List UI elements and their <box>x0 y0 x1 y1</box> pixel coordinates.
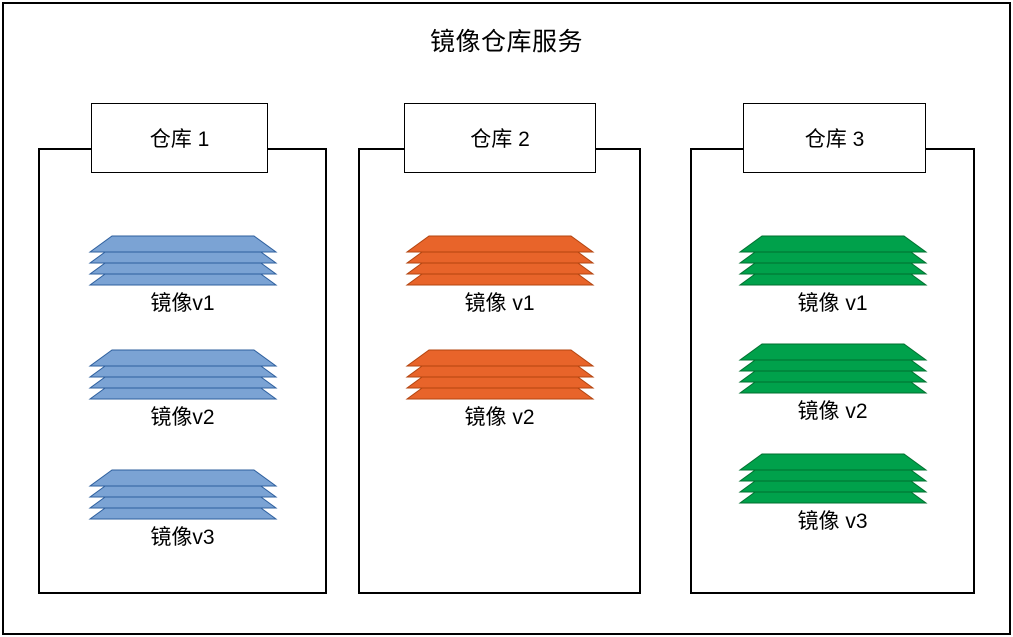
image-stack-icon <box>737 343 928 394</box>
image-stack-icon <box>404 349 595 400</box>
image-stack-item[interactable]: 镜像v3 <box>38 469 327 551</box>
repository-group: 仓库 3 镜像 v1 镜像 v2 镜像 v3 <box>690 103 975 594</box>
repository-title-label: 仓库 2 <box>470 128 530 151</box>
image-stack-label: 镜像 v1 <box>464 292 535 315</box>
repository-title-label: 仓库 3 <box>804 128 865 151</box>
image-layer <box>87 349 278 367</box>
image-layer <box>87 235 278 253</box>
image-stack-item[interactable]: 镜像 v1 <box>690 235 975 317</box>
image-stack-item[interactable]: 镜像v1 <box>38 235 327 317</box>
repository-group: 仓库 1 镜像v1 镜像v2 镜像v3 <box>38 103 327 594</box>
image-stack-icon <box>737 453 928 504</box>
image-stack-item[interactable]: 镜像 v2 <box>358 349 641 431</box>
image-layer <box>404 235 595 253</box>
repository-title-box[interactable]: 仓库 2 <box>404 103 596 173</box>
image-layer <box>737 343 928 361</box>
image-stack-label: 镜像 v2 <box>797 400 868 423</box>
image-stack-label: 镜像v3 <box>150 526 215 549</box>
image-stack-item[interactable]: 镜像 v2 <box>690 343 975 425</box>
image-stack-item[interactable]: 镜像 v1 <box>358 235 641 317</box>
image-stack-icon <box>87 349 278 400</box>
image-stack-icon <box>87 469 278 520</box>
image-layer <box>87 469 278 487</box>
image-stack-icon <box>87 235 278 286</box>
image-stack-label: 镜像 v1 <box>797 292 868 315</box>
image-stack-label: 镜像v2 <box>150 406 215 429</box>
repository-title-box[interactable]: 仓库 1 <box>91 103 268 173</box>
image-stack-item[interactable]: 镜像 v3 <box>690 453 975 535</box>
repository-title-box[interactable]: 仓库 3 <box>743 103 926 173</box>
image-layer <box>737 453 928 471</box>
image-stack-label: 镜像 v2 <box>464 406 535 429</box>
image-layer <box>737 235 928 253</box>
page-title: 镜像仓库服务 <box>429 28 583 56</box>
repository-title-label: 仓库 1 <box>149 128 210 151</box>
repository-group: 仓库 2 镜像 v1 镜像 v2 <box>358 103 641 594</box>
image-stack-item[interactable]: 镜像v2 <box>38 349 327 431</box>
image-layer <box>404 349 595 367</box>
image-stack-label: 镜像 v3 <box>797 510 868 533</box>
image-stack-label: 镜像v1 <box>150 292 215 315</box>
image-stack-icon <box>404 235 595 286</box>
image-stack-icon <box>737 235 928 286</box>
